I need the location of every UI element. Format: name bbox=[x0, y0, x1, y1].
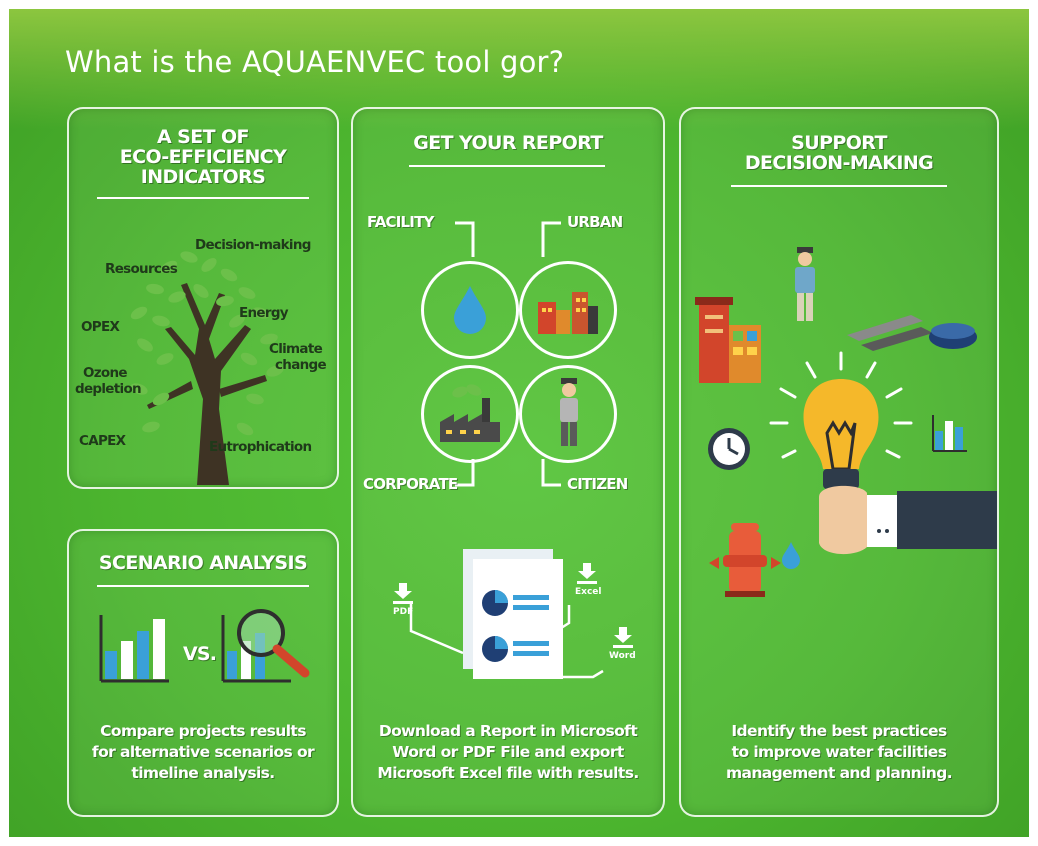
lightbulb-icon bbox=[769, 351, 913, 489]
bar-chart-icon bbox=[99, 615, 169, 683]
water-drop-icon bbox=[782, 542, 800, 569]
circle-citizen bbox=[519, 365, 617, 463]
download-icon-excel bbox=[577, 563, 597, 584]
city-icon bbox=[538, 292, 598, 334]
label-corporate: CORPORATE bbox=[363, 475, 458, 493]
scenario-title: SCENARIO ANALYSIS bbox=[98, 552, 308, 574]
label-facility: FACILITY bbox=[367, 213, 434, 231]
circle-corporate bbox=[421, 365, 519, 463]
indicators-title-line-2: ECO-EFFICIENCY bbox=[119, 146, 287, 168]
label-citizen: CITIZEN bbox=[567, 475, 628, 493]
header-glow bbox=[9, 9, 1029, 129]
magnifier-chart-icon bbox=[221, 609, 310, 683]
report-connector-lines bbox=[455, 221, 561, 487]
label-climate-line-2: change bbox=[275, 357, 327, 373]
decision-title-line-2: DECISION-MAKING bbox=[744, 152, 934, 174]
report-desc-line-3: Microsoft Excel file with results. bbox=[377, 764, 639, 782]
vs-label: VS. bbox=[183, 643, 217, 665]
label-ozone-line-1: Ozone bbox=[83, 365, 128, 381]
decision-desc-line-3: management and planning. bbox=[725, 764, 953, 782]
panel-get-your-report: GET YOUR REPORT FACILITY URBAN CORPORATE… bbox=[351, 107, 665, 817]
report-desc-line-1: Download a Report in Microsoft bbox=[378, 722, 638, 740]
decision-divider bbox=[731, 185, 947, 187]
scenario-desc-line-3: timeline analysis. bbox=[131, 764, 275, 782]
hand-icon bbox=[819, 485, 997, 555]
report-desc-line-2: Word or PDF File and export bbox=[392, 743, 624, 761]
circle-urban bbox=[519, 261, 617, 359]
report-divider bbox=[409, 165, 605, 167]
person-icon bbox=[795, 247, 815, 321]
factory-icon bbox=[440, 384, 500, 442]
label-climate-line-1: Climate bbox=[269, 341, 323, 357]
circle-facility bbox=[421, 261, 519, 359]
label-eutrophication: Eutrophication bbox=[209, 439, 312, 455]
label-ozone-line-2: depletion bbox=[75, 381, 142, 397]
water-tank-icon bbox=[847, 315, 977, 351]
label-capex: CAPEX bbox=[79, 433, 126, 449]
hydrant-icon bbox=[709, 523, 781, 597]
panel-support-decision-making: SUPPORT DECISION-MAKING bbox=[679, 107, 999, 817]
panel-indicators: A SET OF ECO-EFFICIENCY INDICATORS bbox=[67, 107, 339, 489]
scenario-desc-line-2: for alternative scenarios or bbox=[91, 743, 315, 761]
tree-icon bbox=[130, 251, 284, 485]
decision-desc-line-2: to improve water facilities bbox=[731, 743, 947, 761]
person-icon bbox=[560, 378, 578, 446]
clock-icon bbox=[708, 428, 750, 470]
download-icon-word bbox=[613, 627, 633, 648]
infographic: What is the AQUAENVEC tool gor? A SET OF… bbox=[9, 9, 1029, 837]
download-label-word: Word bbox=[609, 651, 636, 661]
indicators-title-line-3: INDICATORS bbox=[140, 166, 266, 188]
label-resources: Resources bbox=[105, 261, 178, 277]
report-title: GET YOUR REPORT bbox=[413, 132, 603, 154]
download-label-pdf: PDF bbox=[393, 607, 414, 617]
label-opex: OPEX bbox=[81, 319, 120, 335]
chart-icon bbox=[932, 415, 967, 452]
page-title: What is the AQUAENVEC tool gor? bbox=[65, 45, 565, 79]
scenario-desc-line-1: Compare projects results bbox=[100, 722, 306, 740]
panel-scenario-analysis: SCENARIO ANALYSIS VS. Compare projects r… bbox=[67, 529, 339, 817]
decision-desc-line-1: Identify the best practices bbox=[731, 722, 947, 740]
indicators-divider bbox=[97, 197, 309, 199]
scenario-divider bbox=[97, 585, 309, 587]
document-icon bbox=[409, 549, 604, 679]
indicators-title-line-1: A SET OF bbox=[157, 126, 249, 148]
label-urban: URBAN bbox=[567, 213, 623, 231]
label-decision-making: Decision-making bbox=[195, 237, 311, 253]
building-icon bbox=[695, 297, 761, 383]
water-drop-icon bbox=[454, 286, 486, 334]
download-label-excel: Excel bbox=[575, 587, 602, 597]
download-icon-pdf bbox=[393, 583, 413, 604]
label-energy: Energy bbox=[239, 305, 289, 321]
decision-title-line-1: SUPPORT bbox=[791, 132, 887, 154]
